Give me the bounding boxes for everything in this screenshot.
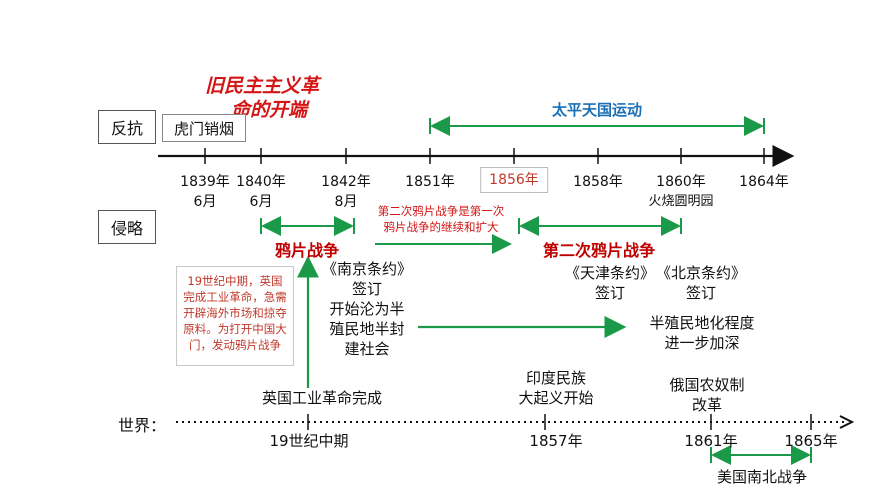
opium-war-label: 鸦片战争 <box>274 241 340 260</box>
world-axis-ticks <box>307 414 812 430</box>
tick-1858: 1858年 <box>573 174 623 190</box>
uk-industrial-revolution: 英国工业革命完成 <box>261 389 383 407</box>
mid-19th-century-label: 19世纪中期 <box>269 432 349 450</box>
nanjing-treaty: 《南京条约》签订 <box>321 260 413 298</box>
humen-event-box: 虎门销烟 <box>162 114 246 142</box>
headline-line1: 旧民主主义革 <box>205 75 320 97</box>
main-axis-ticks <box>204 148 765 164</box>
beijing-treaty: 《北京条约》签订 <box>655 264 747 302</box>
india-year-label: 1857年 <box>529 432 583 450</box>
semi-colonial-text: 开始沦为半 殖民地半封 建社会 <box>329 300 405 358</box>
headline-line2: 命的开端 <box>231 99 308 121</box>
year-1861-label: 1861年 <box>684 432 738 450</box>
tick-1860: 1860年火烧圆明园 <box>648 174 714 209</box>
second-opium-war-label: 第二次鸦片战争 <box>542 241 656 260</box>
row-label-resist: 反抗 <box>98 110 156 144</box>
world-axis-arrowhead <box>839 415 855 429</box>
russia-reform: 俄国农奴制改革 <box>669 376 745 414</box>
row-label-invade: 侵略 <box>98 210 156 244</box>
year-1865-label: 1865年 <box>784 432 838 450</box>
opium-war-range <box>260 216 355 236</box>
cause-note: 19世纪中期，英国完成工业革命，急需开辟海外市场和掠夺原料。为打开中国大门，发动… <box>176 266 294 366</box>
tick-1851: 1851年 <box>405 174 455 190</box>
us-civil-war-label: 美国南北战争 <box>716 468 808 486</box>
india-uprising: 印度民族大起义开始 <box>518 369 594 407</box>
taiping-label: 太平天国运动 <box>551 101 643 119</box>
taiping-range <box>429 116 765 136</box>
row-label-world: 世界： <box>118 416 167 435</box>
deepen-text: 半殖民地化程度进一步加深 <box>649 314 755 352</box>
us-civil-war-range <box>710 445 812 465</box>
tick-1856: 1856年 <box>480 167 548 193</box>
headline: 旧民主主义革 命的开端 <box>205 74 319 122</box>
second-war-note: 第二次鸦片战争是第一次 鸦片战争的继续和扩大 <box>377 204 505 234</box>
second-opium-war-range <box>518 216 682 236</box>
tianjin-treaty: 《天津条约》签订 <box>564 264 656 302</box>
tick-1864: 1864年 <box>739 174 789 190</box>
